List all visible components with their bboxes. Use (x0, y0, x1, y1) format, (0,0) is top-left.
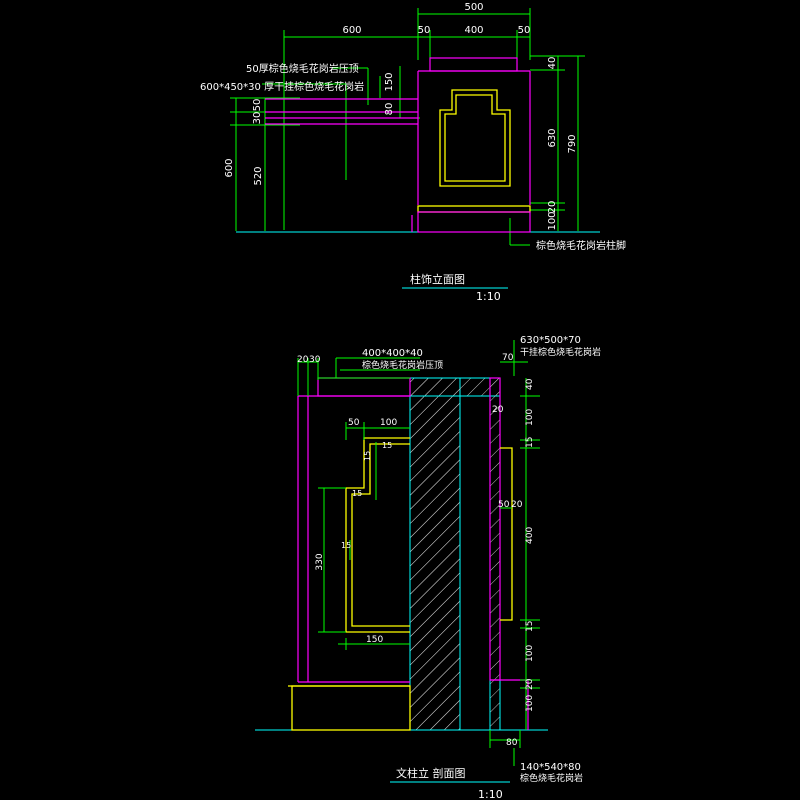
bdim-30: 30 (309, 355, 321, 365)
rdim-15b: 15 (525, 621, 535, 632)
dim-630: 630 (547, 128, 558, 147)
dim-150: 150 (384, 72, 395, 91)
label-cap-dim: 400*400*40 (362, 348, 423, 359)
top-title: 柱饰立面图 (410, 272, 465, 286)
dim-span: 600 (342, 25, 361, 36)
bottom-dim-lines (297, 340, 540, 766)
bdim-150: 150 (366, 635, 383, 645)
dim-50: 50 (252, 99, 263, 112)
rdim-20a: 20 (492, 405, 504, 415)
dim-520: 520 (253, 166, 264, 185)
section-frame (288, 437, 513, 731)
label-panel: 600*450*30 厚干挂棕色烧毛花岗岩 (200, 80, 364, 93)
dim-center: 400 (464, 25, 483, 36)
rdim-50: 50 (498, 500, 510, 510)
label-panel-note: 干挂棕色烧毛花岗岩 (520, 346, 601, 358)
bdim-15a: 15 (382, 441, 392, 450)
rdim-80: 80 (506, 738, 518, 748)
top-base (411, 211, 531, 233)
bdim-15d: 15 (341, 541, 351, 550)
rdim-70: 70 (502, 353, 514, 363)
label-base: 棕色烧毛花岗岩柱脚 (536, 239, 626, 252)
dim-80: 80 (384, 103, 395, 116)
top-elevation: 500 50 400 50 600 150 80 30 50 600 520 4… (200, 2, 626, 303)
rdim-100b: 100 (525, 645, 535, 662)
bottom-title: 文柱立 剖面图 (396, 766, 466, 780)
section-outline (297, 377, 529, 730)
dim-left-margin: 50 (418, 25, 431, 36)
dim-right-margin: 50 (518, 25, 531, 36)
dim-600-left: 600 (224, 158, 235, 177)
rdim-15a: 15 (525, 437, 535, 448)
bdim-330: 330 (315, 553, 325, 570)
rdim-40: 40 (525, 378, 535, 390)
top-scale: 1:10 (476, 290, 501, 303)
rdim-20b: 20 (511, 500, 523, 510)
dim-100: 100 (547, 211, 558, 230)
top-panel-lines (265, 57, 531, 205)
dim-790: 790 (567, 134, 578, 153)
bdim-15b: 15 (363, 451, 372, 461)
dim-total-width: 500 (464, 2, 483, 13)
bdim-20: 20 (297, 355, 309, 365)
label-cap-note: 棕色烧毛花岗岩压顶 (362, 359, 443, 371)
bdim-50: 50 (348, 418, 360, 428)
top-dim-lines (230, 8, 585, 246)
label-cap: 50厚棕色烧毛花岗岩压顶 (246, 62, 359, 75)
rdim-100a: 100 (525, 409, 535, 426)
dim-30: 30 (252, 112, 263, 125)
bottom-scale: 1:10 (478, 788, 503, 800)
bdim-100: 100 (380, 418, 397, 428)
rdim-20c: 20 (525, 678, 535, 690)
bdim-15c: 15 (352, 489, 362, 498)
rdim-400: 400 (525, 527, 535, 544)
bottom-section: 20 30 50 100 15 15 15 15 330 150 70 40 2… (255, 335, 601, 800)
dim-20: 20 (547, 201, 558, 214)
rdim-100c: 100 (525, 695, 535, 712)
label-base-dim: 140*540*80 (520, 762, 581, 773)
dim-40: 40 (547, 57, 558, 70)
label-base-note: 棕色烧毛花岗岩 (520, 772, 583, 784)
label-panel-dim: 630*500*70 (520, 335, 581, 346)
top-frame (417, 89, 531, 213)
